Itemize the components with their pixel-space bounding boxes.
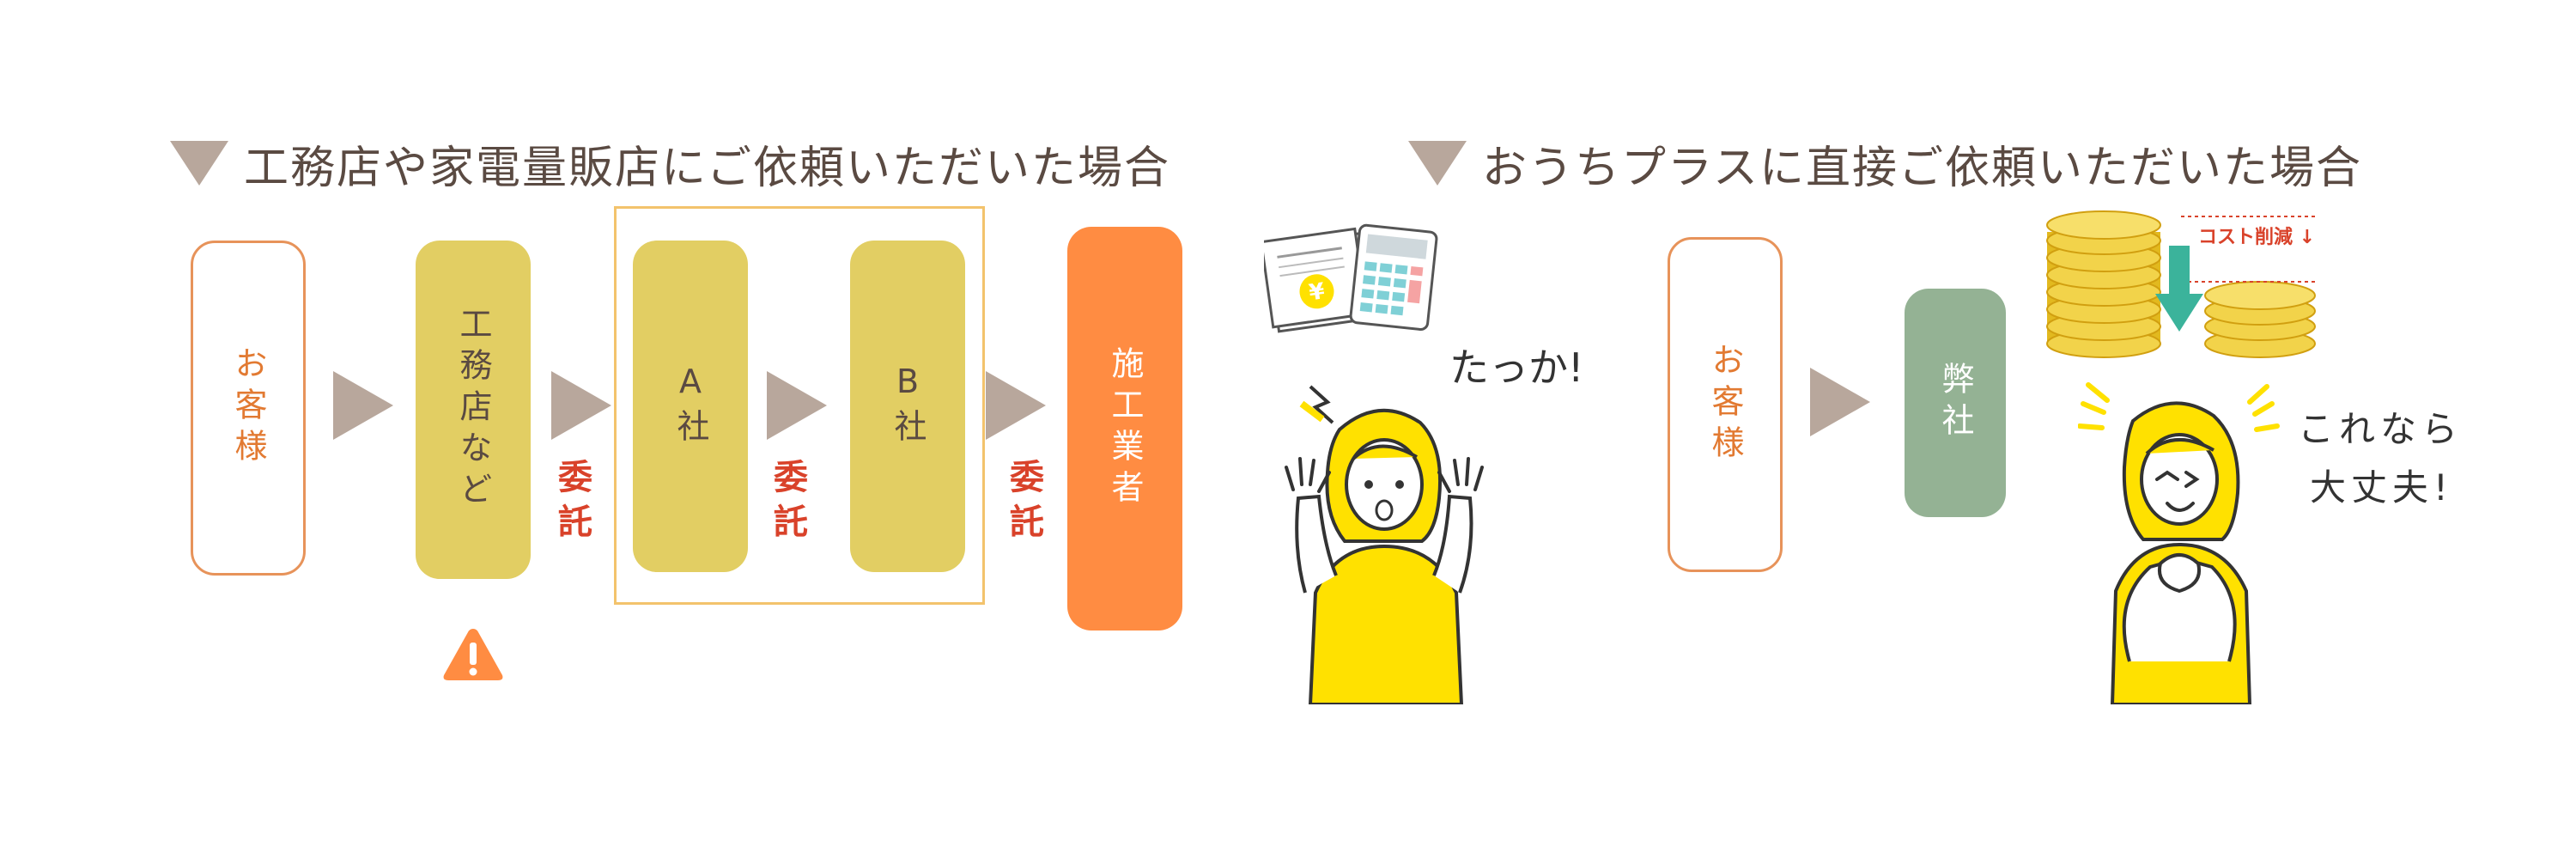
builder-box: 施工業者 [1067, 227, 1182, 631]
flow-arrow-4 [986, 371, 1046, 440]
contractor-box: 工務店など [416, 241, 531, 579]
down-arrow-icon [2155, 246, 2203, 332]
cost-reduction-text: コスト削減 [2198, 227, 2293, 248]
right-customer-label: お客様 [1706, 343, 1744, 466]
our-company-label: 弊社 [1936, 362, 1974, 444]
invoice-icon: ¥ [1264, 227, 1375, 333]
right-heading-text: おうちプラスに直接ご依頼いただいた場合 [1482, 142, 2362, 194]
exclaim-text: たっか! [1449, 344, 1584, 391]
our-company-box: 弊社 [1905, 289, 2006, 517]
heading-triangle-icon [1408, 141, 1467, 186]
flow-arrow-5 [1810, 368, 1870, 436]
delegate-label-3: 委託 [1004, 459, 1043, 548]
company-a-label: A社 [671, 362, 709, 450]
svg-text:¥: ¥ [1308, 278, 1327, 306]
company-a-box: A社 [633, 241, 748, 572]
contractor-label: 工務店など [454, 307, 492, 513]
cost-down-arrow-icon: ↓ [2293, 227, 2316, 248]
relieved-woman-illustration [2078, 382, 2280, 704]
subcontract-group-frame [614, 206, 985, 605]
left-heading-text: 工務店や家電量販店にご依頼いただいた場合 [244, 142, 1170, 194]
flow-arrow-3 [767, 371, 827, 440]
company-b-box: B社 [850, 241, 965, 572]
builder-label: 施工業者 [1106, 346, 1144, 511]
delegate-label-2: 委託 [768, 459, 807, 548]
calculator-icon [1349, 223, 1438, 331]
right-section-heading: おうちプラスに直接ご依頼いただいた場合 [1408, 129, 2362, 198]
left-customer-label: お客様 [229, 346, 267, 470]
coin-stack-icon [2046, 210, 2318, 358]
flow-arrow-2 [551, 371, 611, 440]
flow-arrow-1 [333, 371, 393, 440]
right-customer-box: お客様 [1668, 237, 1783, 572]
delegate-label-1: 委託 [552, 459, 592, 548]
cost-reduction-label: コスト削減 ↓ [2198, 222, 2315, 249]
warning-icon [443, 629, 503, 680]
company-b-label: B社 [889, 362, 927, 450]
relief-text-line2: 大丈夫! [2310, 466, 2453, 509]
left-section-heading: 工務店や家電量販店にご依頼いただいた場合 [170, 129, 1170, 198]
relief-text-line1: これなら [2298, 408, 2464, 450]
left-customer-box: お客様 [191, 241, 306, 576]
shocked-woman-illustration [1285, 385, 1484, 704]
heading-triangle-icon [170, 141, 228, 186]
